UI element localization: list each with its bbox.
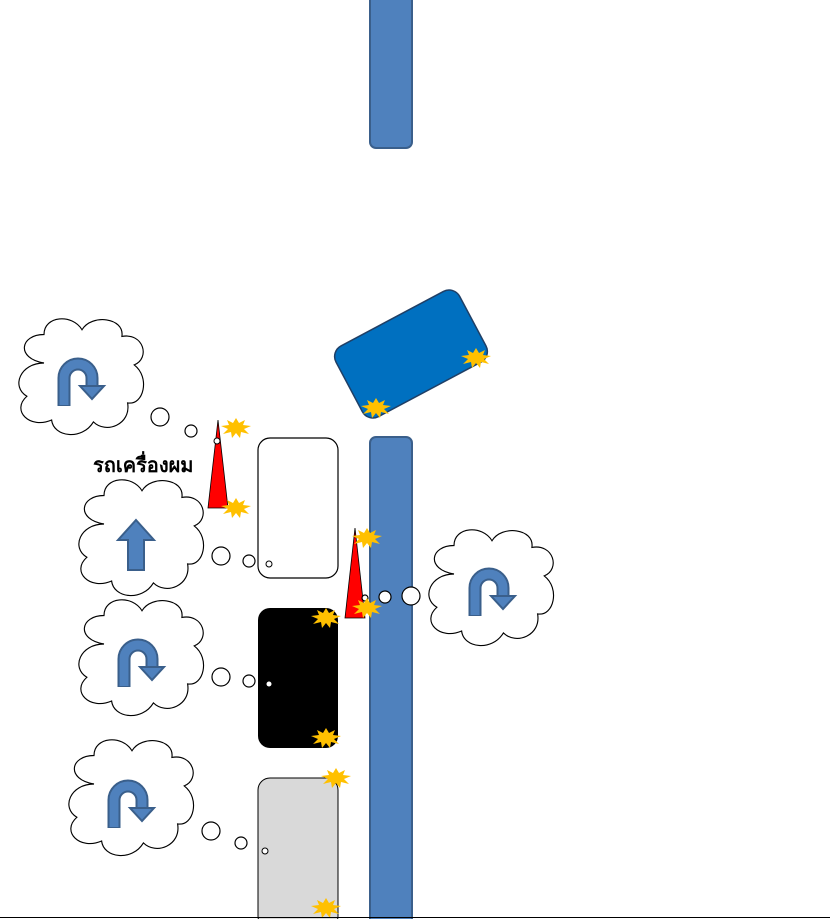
my-motorcycle-label: รถเครื่องผม (93, 453, 194, 477)
median-barrier-top (369, 0, 413, 149)
car-marker (266, 681, 272, 687)
motorcycle-cone-right (344, 527, 366, 619)
thought-cloud-1 (18, 318, 145, 436)
thought-cloud-3 (78, 599, 205, 717)
white-car (257, 437, 339, 579)
thought-bubbles (150, 407, 421, 850)
cone-marker (213, 437, 221, 445)
thought-cloud-4 (68, 739, 195, 857)
spark-icon (221, 418, 251, 438)
gray-car (257, 777, 339, 919)
median-barrier-bottom (369, 436, 413, 919)
black-car (258, 608, 338, 748)
car-marker (265, 560, 273, 568)
blue-car (333, 289, 489, 419)
thought-cloud-5 (428, 529, 555, 647)
car-marker (261, 847, 269, 855)
motorcycle-cone-left (207, 419, 229, 509)
